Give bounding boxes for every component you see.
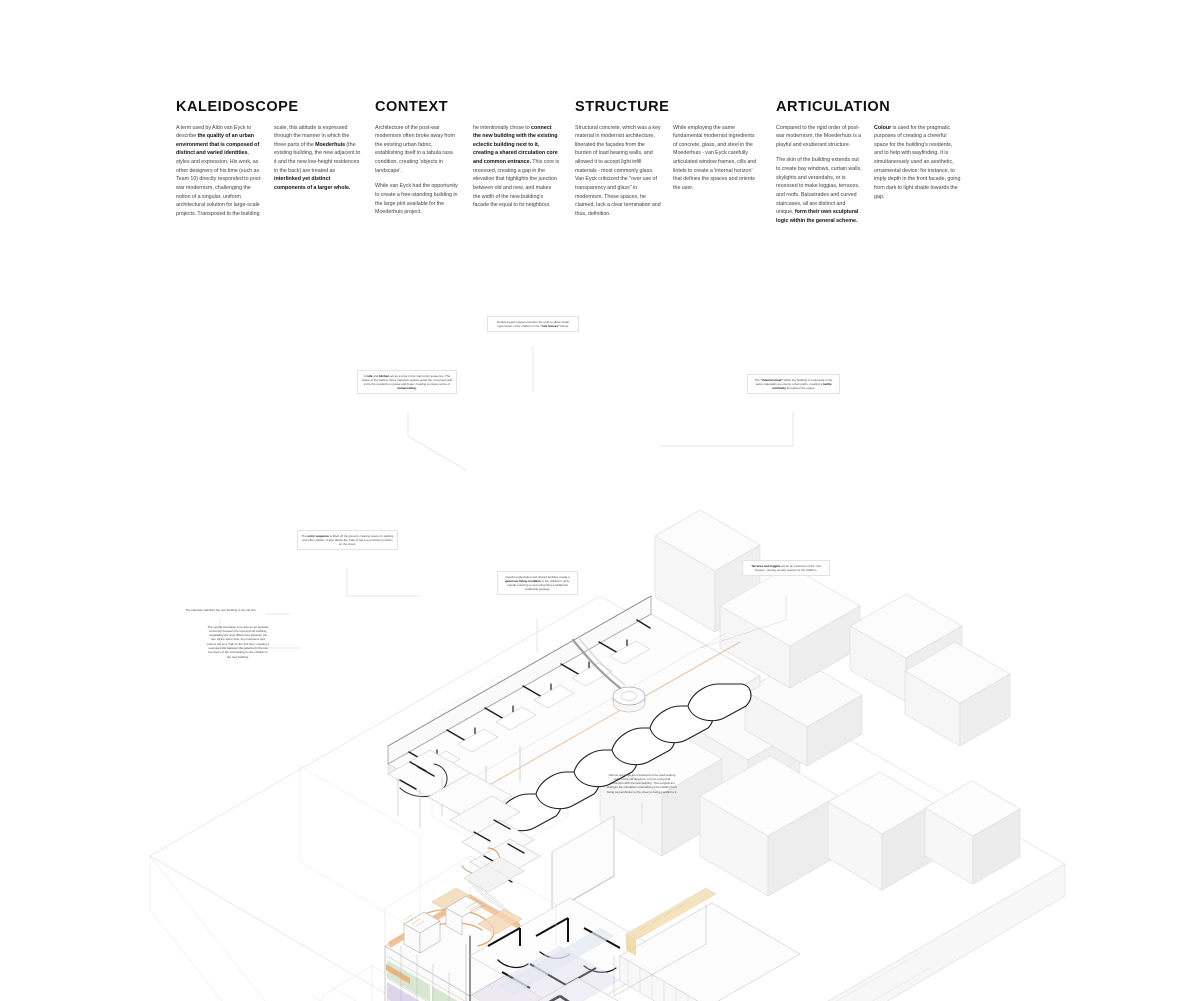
essay-column: Compared to the rigid order of post-war … xyxy=(776,124,862,225)
callout-staircase-hall: The staircase hall links the new buildin… xyxy=(185,607,257,612)
essay-context: CONTEXT Architecture of the post-war mod… xyxy=(375,100,560,224)
cutaway-plan-levels xyxy=(469,887,801,1001)
callout-entry-sequence: The entry sequence is lifted off the gro… xyxy=(297,530,398,550)
callout-internal-street: The "internal street" within the buildin… xyxy=(747,374,840,394)
essay-title-context: CONTEXT xyxy=(375,99,449,115)
row-houses-exploded-plan xyxy=(387,595,761,915)
axonometric-drawing xyxy=(0,296,1200,1001)
callout-cafe-kitchen: A cafe and kitchen act as a pivot in the… xyxy=(357,370,457,395)
street-lines xyxy=(311,953,931,1001)
essay-columns: Structural concrete, which was a key mat… xyxy=(575,124,760,226)
axonometric-svg xyxy=(149,345,1066,1001)
essay-columns: A term used by Aldo van Eyck to describe… xyxy=(176,124,361,226)
callout-double-height-spaces: Double-height spaces puncture the units … xyxy=(487,316,579,332)
essay-title-articulation: ARTICULATION xyxy=(776,99,891,115)
essay-kaleidoscope: KALEIDOSCOPE A term used by Aldo van Eyc… xyxy=(176,100,361,226)
essay-column: Colour is used for the pragmatic purpose… xyxy=(874,124,961,200)
essay-columns: Architecture of the post-war modernism o… xyxy=(375,124,560,225)
essay-text-band: KALEIDOSCOPE A term used by Aldo van Eyc… xyxy=(0,0,1200,300)
essay-articulation: ARTICULATION Compared to the rigid order… xyxy=(776,100,961,233)
callout-central-circulation-core: The central circulation core acts as an … xyxy=(206,624,270,659)
essay-column: Structural concrete, which was a key mat… xyxy=(575,124,661,218)
callout-leader-lines xyxy=(219,345,794,825)
essay-title-kaleidoscope: KALEIDOSCOPE xyxy=(176,99,299,115)
moederhuis-new-building xyxy=(384,887,557,1001)
callout-generous-living-condition: Careful organization and shared faciliti… xyxy=(497,571,578,596)
essay-title-structure: STRUCTURE xyxy=(575,99,670,115)
essay-column: A term used by Aldo van Eyck to describe… xyxy=(176,124,262,218)
plot-wireframe xyxy=(149,815,615,1001)
callout-terraces-loggias: Terraces and loggias act as an extension… xyxy=(742,560,830,576)
essay-column: scale, this attitude is expressed throug… xyxy=(274,124,361,192)
essay-columns: Compared to the rigid order of post-war … xyxy=(776,124,961,233)
essay-column: Architecture of the post-war modernism o… xyxy=(375,124,458,216)
callout-narrow-openings: Narrow openings are introduced in the lo… xyxy=(606,772,678,794)
essay-structure: STRUCTURE Structural concrete, which was… xyxy=(575,100,760,226)
essay-column: While employing the same fundamental mod… xyxy=(673,124,757,192)
essay-column: he intentionally chose to connect the ne… xyxy=(473,124,560,209)
